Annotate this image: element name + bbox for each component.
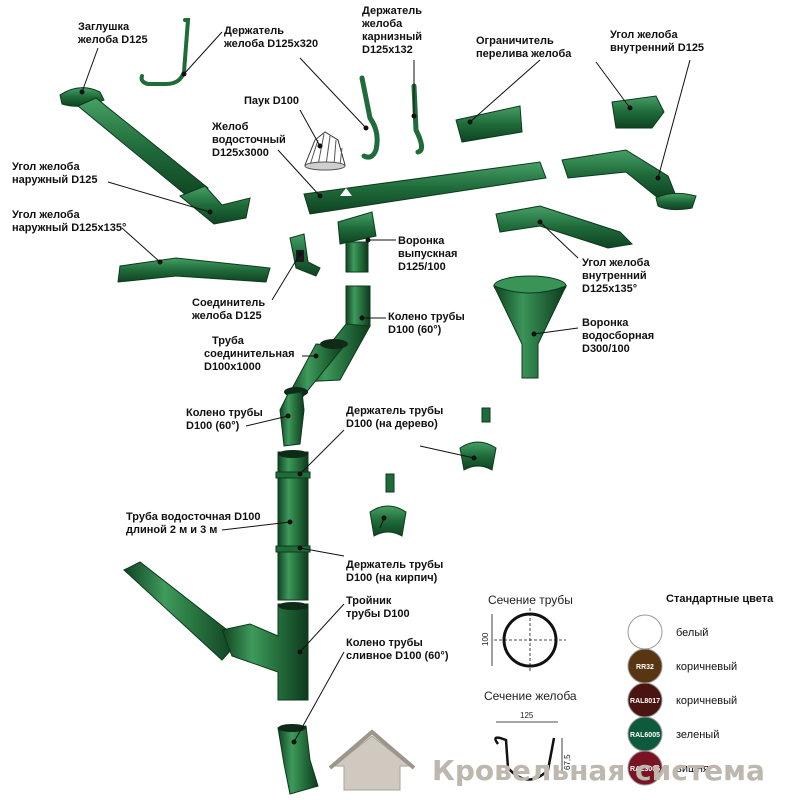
color-swatch-name: вишня xyxy=(676,763,709,775)
elbow-mid-part xyxy=(279,391,305,447)
color-swatch-name: коричневый xyxy=(676,695,737,707)
gutter-bracket-long-part xyxy=(139,18,191,86)
color-swatch-code: RAL6005 xyxy=(630,732,660,739)
gutter-section-depth: 67,5 xyxy=(563,754,572,770)
color-swatch-code: RAL9010 xyxy=(630,630,660,637)
collection-funnel-part xyxy=(492,275,568,379)
spider-part xyxy=(304,131,346,171)
outlet-funnel-part xyxy=(337,211,377,273)
color-swatch-code: RAL3005 xyxy=(630,766,660,773)
house-logo-icon xyxy=(328,729,416,791)
gutter-section-width: 125 xyxy=(520,711,534,720)
standard-colors-title: Стандартные цвета xyxy=(666,593,774,605)
gutter-connector-part xyxy=(289,233,321,277)
color-swatch-circle xyxy=(627,750,663,786)
watermark: Кровельная система xyxy=(328,729,765,791)
label-spider: Паук D100 xyxy=(244,95,299,107)
pipe-section-title: Сечение трубы xyxy=(488,593,573,607)
color-swatch-name: белый xyxy=(676,627,708,639)
downpipe-part xyxy=(275,450,311,601)
gutter-main-part xyxy=(303,161,547,215)
pipe-section: Сечение трубы 100 xyxy=(481,593,573,672)
pipe-holder-brick-part xyxy=(369,473,407,537)
gutter-corner-external-part xyxy=(179,185,251,225)
overflow-stopper-part xyxy=(455,105,523,143)
color-swatch-code: RR32 xyxy=(636,664,654,671)
callout-lines xyxy=(79,31,691,745)
gutter-section-title: Сечение желоба xyxy=(484,689,577,703)
color-swatch-item: RR32 коричневый xyxy=(627,648,737,684)
gutter-corner-internal-part xyxy=(611,95,665,129)
pipe-holder-wood-part xyxy=(459,407,497,471)
color-swatch-code: RAL8017 xyxy=(630,698,660,705)
pipe-tee-part xyxy=(123,561,309,701)
elbow-drain-part xyxy=(277,724,319,795)
gutter-section: Сечение желоба 125 67,5 xyxy=(484,689,577,781)
gutter-sloped-part xyxy=(77,97,209,201)
color-swatch-item: RAL3005 вишня xyxy=(627,750,709,786)
parts-illustration xyxy=(59,18,697,795)
elbow-upper-and-connecting-pipe-part xyxy=(284,285,371,401)
color-swatch-item: RAL9010 белый xyxy=(627,614,708,650)
pipe-section-dimension: 100 xyxy=(481,632,490,646)
gutter-bracket-eave-parts xyxy=(359,75,424,160)
gutter-corner-external-135-part xyxy=(117,257,271,283)
color-swatch-item: RAL6005 зеленый xyxy=(627,716,719,752)
color-swatch-item: RAL8017 коричневый xyxy=(627,682,737,718)
color-swatch-name: зеленый xyxy=(676,729,719,741)
color-swatch-name: коричневый xyxy=(676,661,737,673)
watermark-text: Кровельная система xyxy=(432,754,765,787)
gutter-corner-internal-135-part xyxy=(495,205,634,249)
gutter-corner-internal-right-part xyxy=(561,149,697,211)
